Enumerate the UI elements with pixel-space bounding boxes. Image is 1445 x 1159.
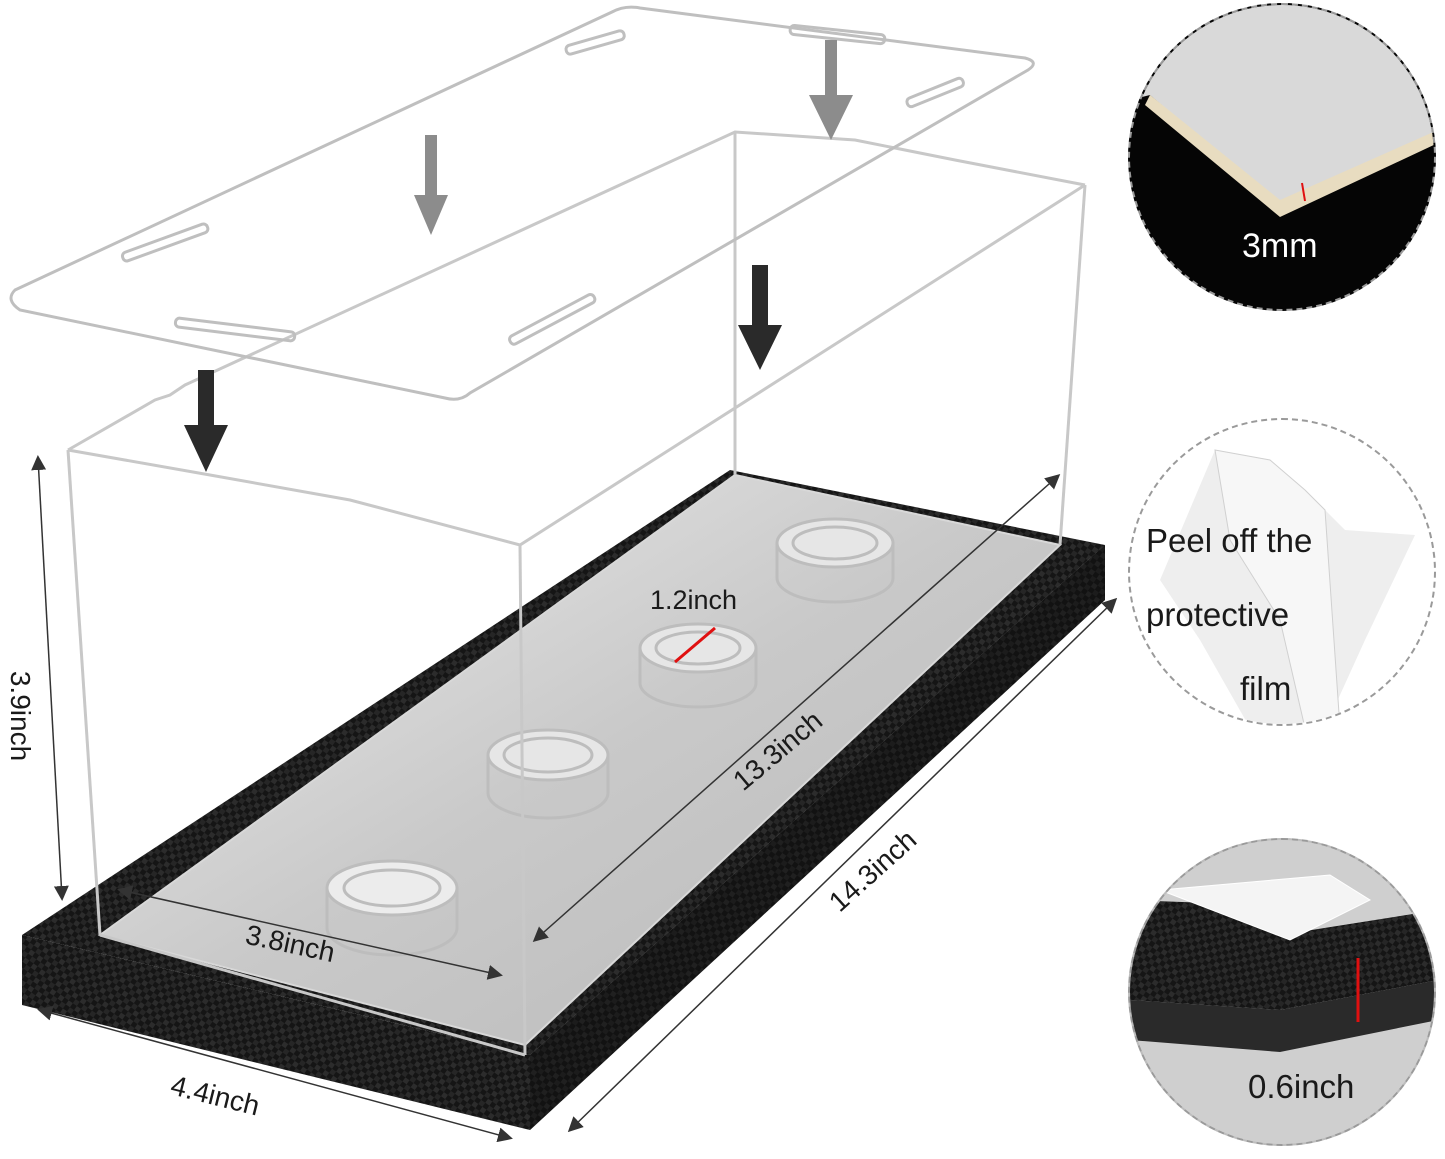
film-line2: protective (1146, 596, 1290, 633)
thickness-callout: 3mm (1128, 3, 1436, 311)
film-line1: Peel off the (1146, 522, 1313, 559)
acrylic-edge-closeup (1130, 5, 1434, 217)
arrow-down-icon (809, 40, 853, 140)
film-peel-closeup (1160, 449, 1415, 724)
arrow-down-icon (184, 370, 228, 472)
dimension-lines (31, 455, 1118, 1143)
base-edge-closeup (1130, 840, 1434, 1144)
thickness-label: 3mm (1242, 227, 1318, 265)
assembly-arrows (184, 40, 853, 472)
film-line3: film (1240, 670, 1292, 707)
base-callout: 0.6inch (1128, 838, 1436, 1146)
arrow-down-icon (414, 135, 448, 235)
height-label: 3.9inch (5, 670, 37, 762)
arrow-down-icon (738, 265, 782, 370)
film-callout: Peel off the protective film (1128, 418, 1436, 726)
base-thickness-label: 0.6inch (1248, 1068, 1355, 1105)
acrylic-lid (9, 5, 1035, 401)
stand-diameter-label: 1.2inch (650, 585, 738, 615)
